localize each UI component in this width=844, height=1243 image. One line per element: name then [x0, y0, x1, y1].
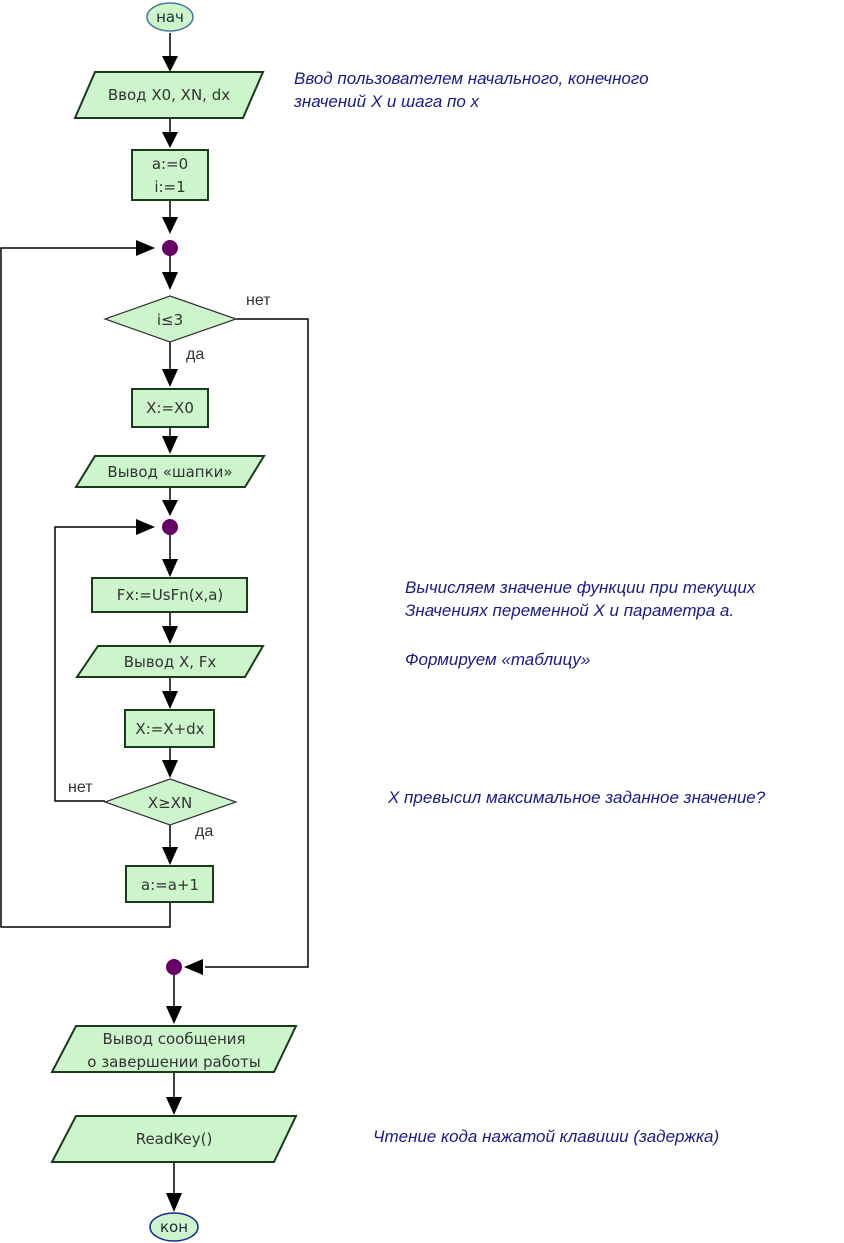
junction-exit	[166, 959, 182, 975]
inc-x-process: X:=X+dx	[124, 709, 215, 748]
arrowhead	[162, 847, 178, 865]
end-label: кон	[160, 1218, 188, 1236]
cond-x-label: X≥XN	[148, 794, 192, 812]
arrowhead	[162, 500, 178, 516]
start-terminal: нач	[146, 2, 194, 32]
start-label: нач	[156, 8, 184, 26]
init-process: a:=0 i:=1	[131, 149, 209, 201]
comment-calc-line1: Вычисляем значение функции при текущих	[405, 578, 756, 597]
comment-calc-line2: Значениях переменной X и параметра a.	[405, 601, 734, 620]
calc-fx-process: Fx:=UsFn(x,a)	[91, 577, 248, 613]
cond-i-label: i≤3	[157, 311, 183, 329]
comment-table: Формируем «таблицу»	[405, 650, 590, 669]
comment-readkey: Чтение кода нажатой клавиши (задержка)	[373, 1127, 719, 1146]
cond-x-decision: X≥XN	[103, 778, 238, 826]
end-terminal: кон	[149, 1212, 199, 1242]
arrowhead	[162, 436, 178, 454]
inc-x-label: X:=X+dx	[135, 720, 204, 738]
arrowhead	[166, 1097, 182, 1115]
output-xfx-parallelogram: Вывод X, Fx	[75, 645, 265, 678]
arrowhead	[136, 240, 155, 256]
output-message-parallelogram: Вывод сообщения о завершении работы	[50, 1025, 298, 1073]
arrowheads	[136, 56, 203, 1212]
arrowhead	[136, 519, 155, 535]
readkey-label: ReadKey()	[136, 1130, 213, 1148]
output-header-label: Вывод «шапки»	[107, 463, 232, 481]
edge-cond-i-no	[205, 318, 309, 968]
input-parallelogram: Ввод X0, XN, dx	[73, 71, 265, 119]
cond-i-decision: i≤3	[103, 295, 238, 343]
set-x-process: X:=X0	[131, 388, 209, 428]
output-msg-line1: Вывод сообщения	[102, 1030, 245, 1048]
comment-cond-x: X превысил максимальное заданное значени…	[387, 788, 766, 807]
junction-outer-loop	[162, 240, 178, 256]
init-a-label: a:=0	[152, 155, 188, 173]
comment-input-line1: Ввод пользователем начального, конечного	[294, 69, 649, 88]
output-msg-line2: о завершении работы	[87, 1053, 260, 1071]
init-i-label: i:=1	[154, 178, 185, 196]
arrowhead	[166, 1006, 182, 1024]
cond-x-no-label: нет	[68, 779, 93, 796]
output-xfx-label: Вывод X, Fx	[124, 653, 217, 671]
comment-input-line2: значений X и шага по x	[293, 92, 480, 111]
output-header-parallelogram: Вывод «шапки»	[74, 455, 266, 488]
arrowhead	[162, 132, 178, 148]
arrowhead	[162, 626, 178, 644]
edge-outer-loop-back	[0, 247, 171, 928]
arrowhead	[162, 760, 178, 778]
arrowhead	[162, 217, 178, 234]
arrowhead	[162, 56, 178, 72]
cond-x-yes-label: да	[195, 823, 213, 840]
junction-inner-loop	[162, 519, 178, 535]
arrowhead	[162, 559, 178, 577]
edges	[0, 33, 309, 1196]
readkey-parallelogram: ReadKey()	[50, 1115, 298, 1163]
arrowhead	[162, 369, 178, 387]
input-label: Ввод X0, XN, dx	[108, 86, 230, 104]
cond-i-yes-label: да	[186, 346, 204, 363]
arrowhead	[162, 272, 178, 290]
inc-a-process: a:=a+1	[125, 865, 214, 903]
set-x-label: X:=X0	[146, 399, 194, 417]
arrowhead	[166, 1193, 182, 1212]
comments: Ввод пользователем начального, конечного…	[293, 69, 766, 1146]
calc-fx-label: Fx:=UsFn(x,a)	[117, 586, 224, 604]
cond-i-no-label: нет	[246, 292, 271, 309]
edge-inner-loop-back	[54, 526, 140, 802]
arrowhead	[184, 959, 203, 975]
inc-a-label: a:=a+1	[141, 876, 199, 894]
arrowhead	[162, 691, 178, 709]
